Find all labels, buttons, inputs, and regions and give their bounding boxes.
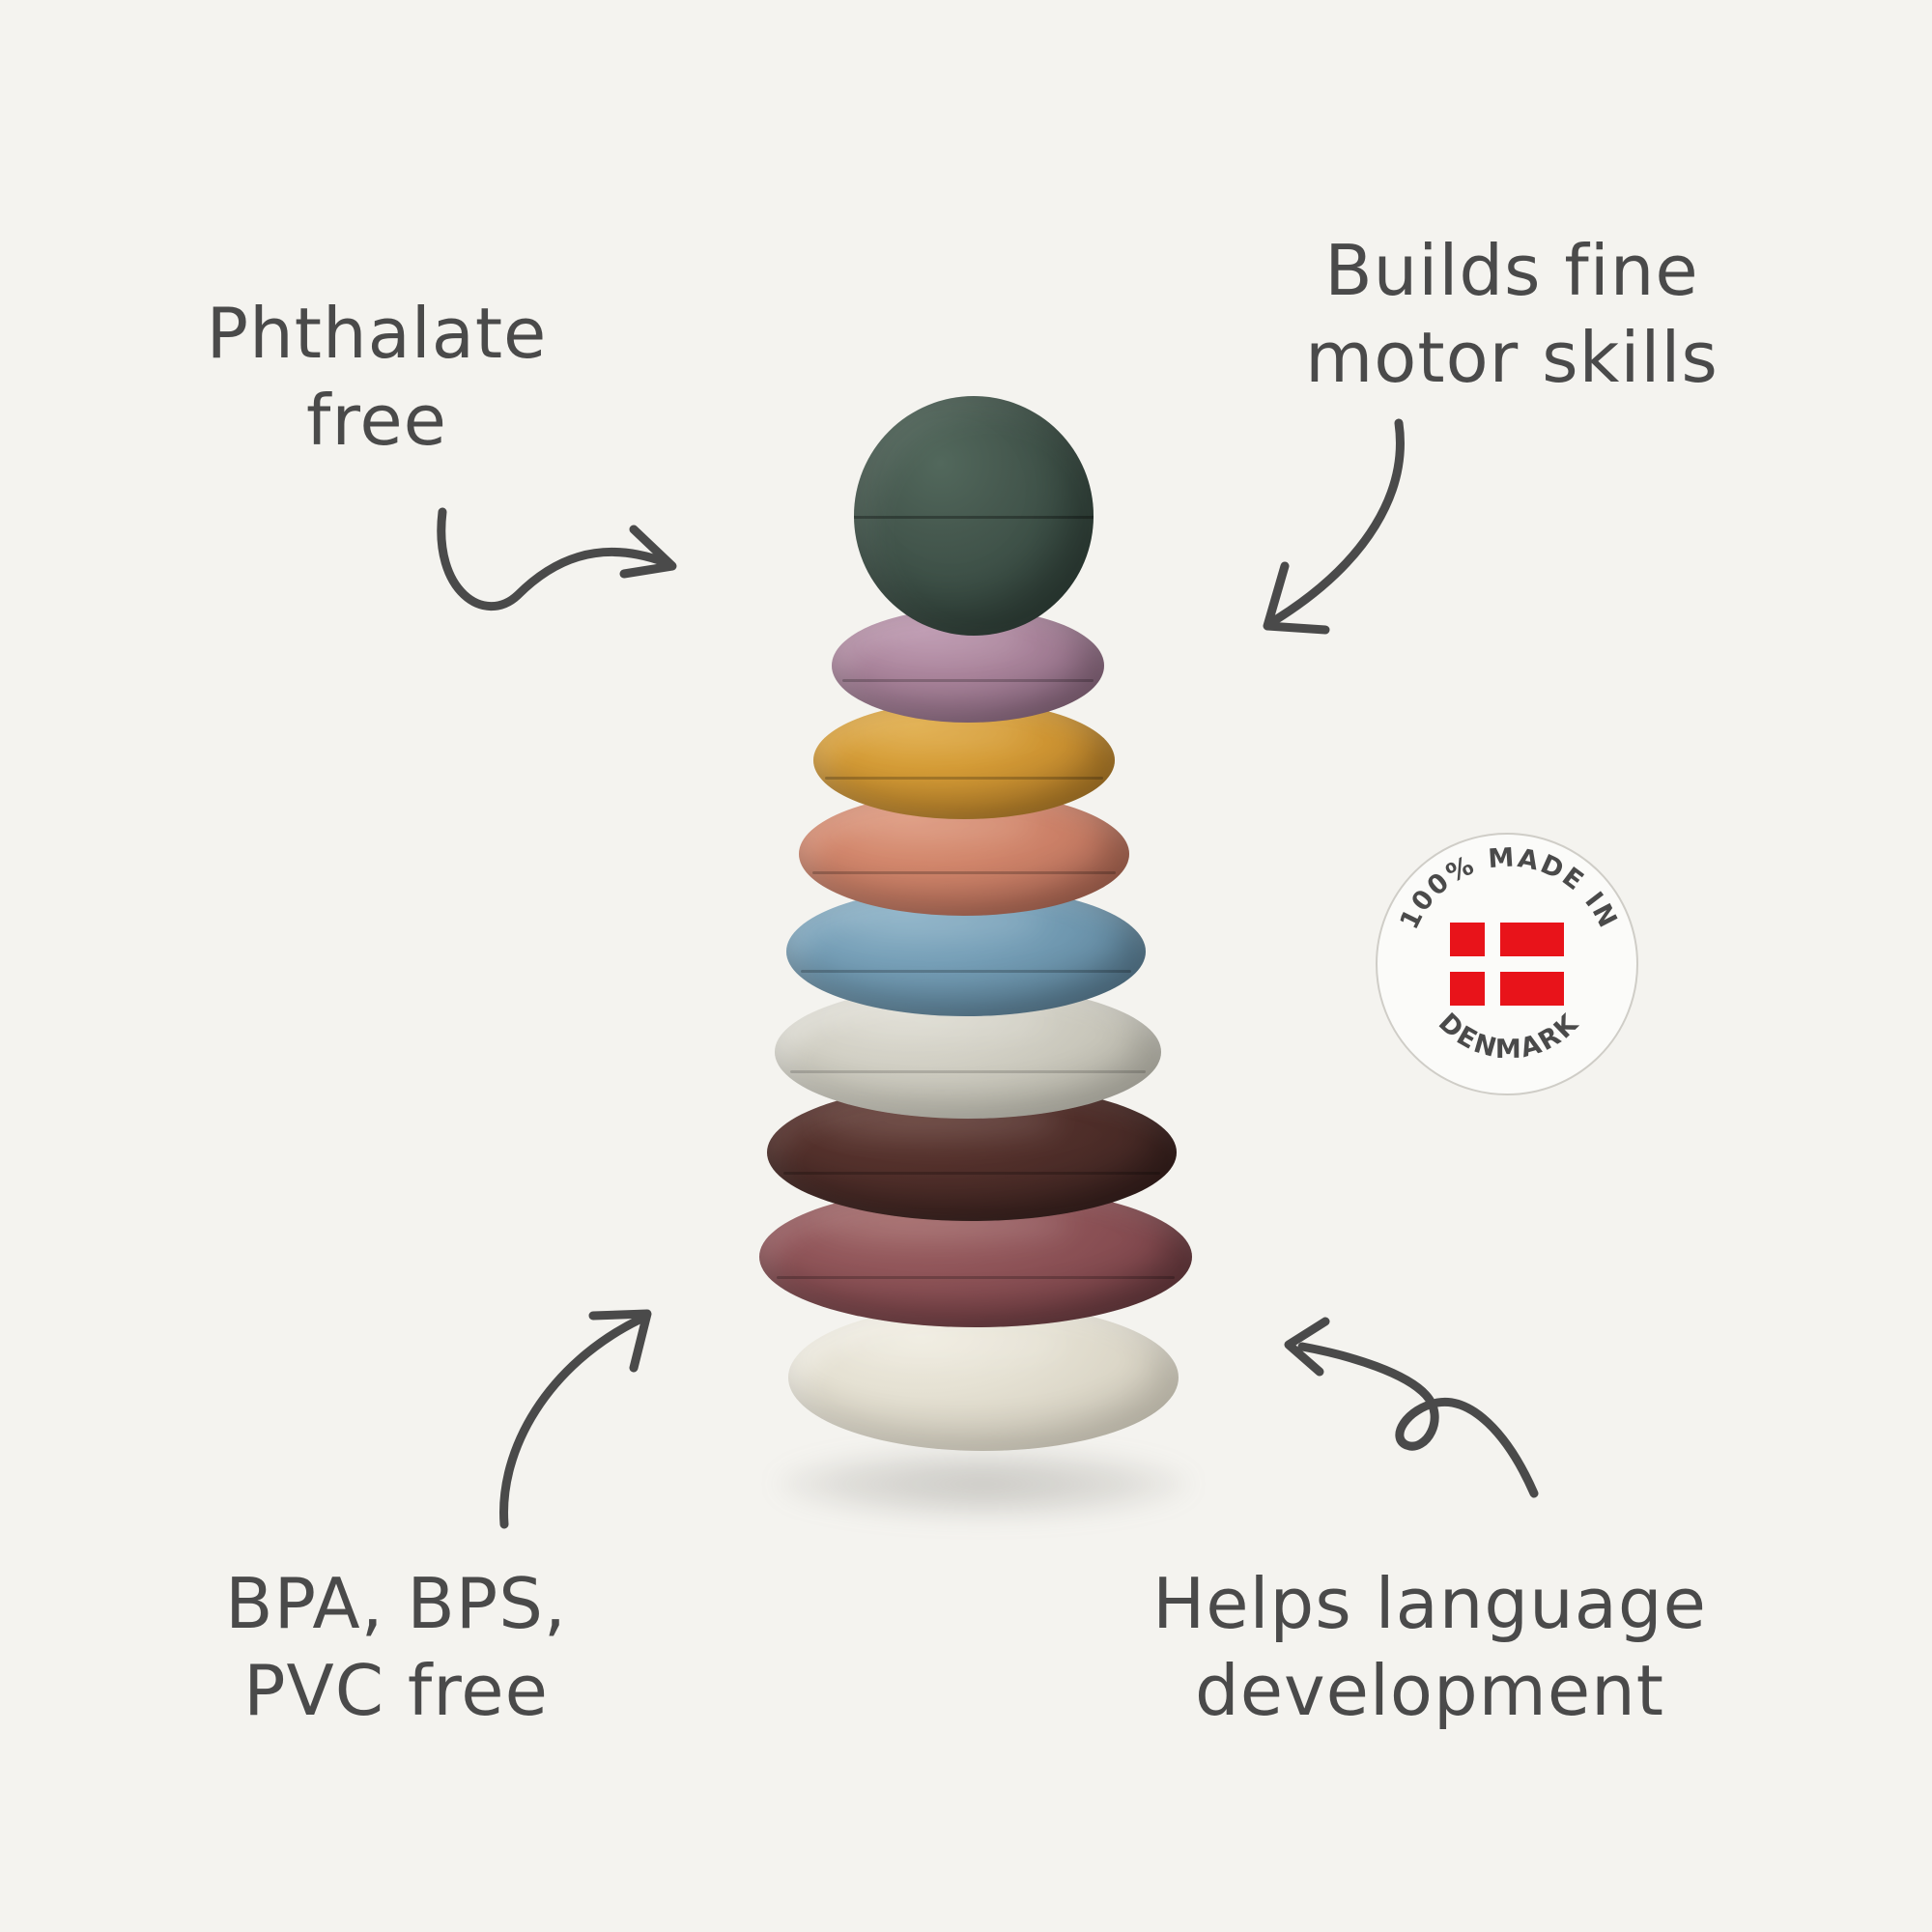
badge-arc-text: 100% MADE IN DENMARK — [1394, 842, 1623, 1065]
base-cream — [788, 1304, 1179, 1451]
tower-ground-shadow — [776, 1449, 1191, 1519]
flag-cross-horizontal — [1450, 956, 1564, 972]
sphere-seam — [854, 516, 1094, 519]
badge-top-arc-label: 100% MADE IN — [1394, 842, 1623, 934]
ring-mustard — [813, 701, 1115, 819]
callout-helps-language-development: Helps language development — [1152, 1563, 1707, 1731]
callout-bpa-bps-pvc-free: BPA, BPS, PVC free — [225, 1563, 567, 1731]
danish-flag-icon — [1450, 923, 1564, 1006]
badge-bottom-arc-label: DENMARK — [1433, 1008, 1585, 1065]
callout-builds-fine-motor-skills: Builds fine motor skills — [1305, 230, 1719, 398]
sphere-top-dark-green — [854, 396, 1094, 636]
made-in-denmark-badge: 100% MADE IN DENMARK — [1376, 833, 1638, 1095]
callout-phthalate-free: Phthalate free — [206, 293, 548, 461]
